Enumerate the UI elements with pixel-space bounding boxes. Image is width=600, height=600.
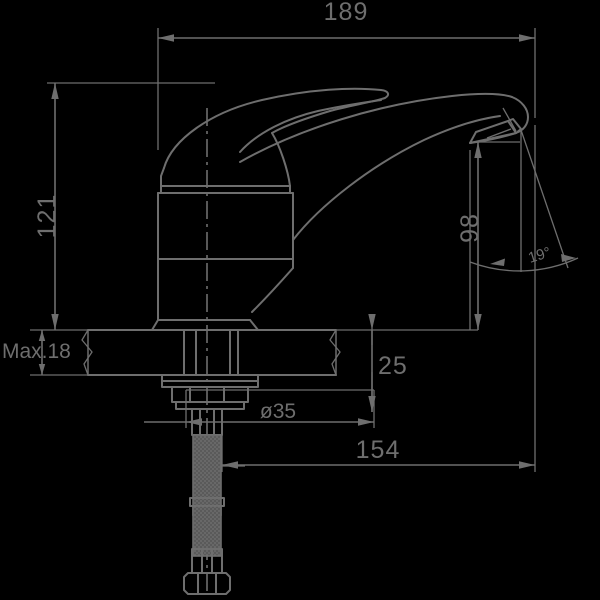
body-column (151, 192, 294, 331)
dim-label-25: 25 (378, 352, 408, 380)
hex-nut (183, 548, 231, 595)
dim-label-19deg: 19° (526, 244, 553, 267)
dim-label-154: 154 (356, 436, 401, 464)
aerator-outlet (469, 107, 522, 144)
dim-spout-height-98: 98 (456, 142, 484, 330)
dim-deck-thickness-max18: Max.18 (2, 330, 71, 375)
cartridge-cap (160, 185, 291, 194)
flexible-hose (189, 434, 245, 557)
dim-label-189: 189 (324, 0, 369, 26)
dim-label-121: 121 (33, 194, 61, 239)
dim-label-98: 98 (456, 213, 484, 243)
dim-overall-length-189: 189 (158, 0, 535, 42)
dim-label-d35: ø35 (260, 400, 296, 423)
countertop-section (81, 329, 341, 376)
dim-reach-154: 154 (222, 436, 535, 469)
mounting-nut (161, 329, 259, 436)
lever-handle (160, 87, 390, 187)
dim-overall-height-121: 121 (33, 83, 61, 330)
dim-aerator-angle-19: 19° (469, 129, 579, 272)
dim-offset-25: 25 (368, 314, 408, 412)
dim-label-max18: Max.18 (2, 340, 71, 363)
dim-hole-diameter-35: ø35 (144, 400, 374, 426)
